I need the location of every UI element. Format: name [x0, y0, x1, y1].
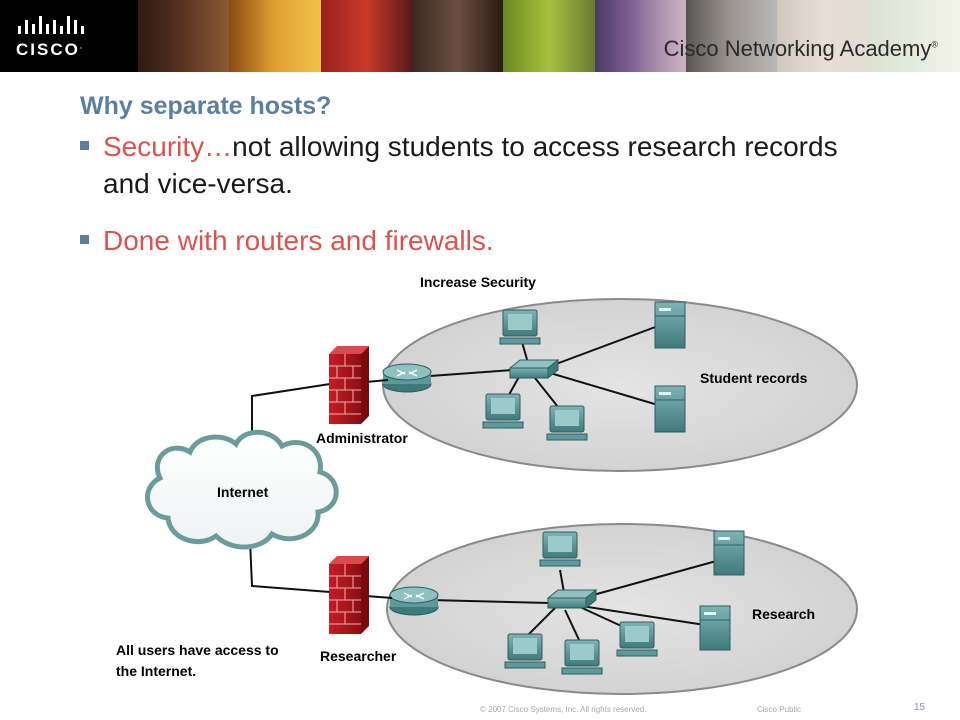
copyright-text: © 2007 Cisco Systems, Inc. All rights re… — [480, 705, 647, 714]
bullet-square-icon — [80, 235, 89, 244]
cisco-wordmark: CISCO. — [16, 40, 84, 59]
server-icon — [713, 530, 745, 576]
student-records-label: Student records — [700, 370, 808, 386]
bullet-highlight: Done with routers and firewalls. — [103, 225, 494, 256]
bullet-square-icon — [80, 141, 89, 150]
photo-panel — [138, 0, 230, 72]
academy-label: Cisco Networking Academy® — [663, 36, 938, 61]
researcher-label: Researcher — [320, 648, 397, 664]
photo-panel — [229, 0, 321, 72]
bullet-rest: not allowing students to access research… — [103, 131, 838, 199]
internet-cloud-icon: Internet — [145, 429, 339, 550]
bullet-text: Security…not allowing students to access… — [103, 128, 863, 202]
increase-security-label: Increase Security — [420, 274, 536, 290]
cisco-bridge-icon — [18, 16, 84, 34]
pc-icon — [482, 393, 524, 429]
banner-fade — [630, 0, 960, 72]
administrator-label: Administrator — [316, 430, 408, 446]
firewall-icon — [329, 556, 369, 634]
server-icon — [699, 605, 731, 651]
server-icon — [654, 301, 686, 349]
router-icon — [389, 586, 439, 616]
pc-icon — [561, 639, 603, 675]
switch-icon — [546, 588, 598, 610]
pc-icon — [539, 531, 581, 567]
classification-text: Cisco Public — [757, 705, 802, 714]
research-network-zone: Research — [386, 523, 858, 695]
bullet-highlight: Security… — [103, 131, 233, 162]
network-diagram: Increase Security Student records — [116, 274, 858, 695]
photo-panel — [320, 0, 412, 72]
photo-panel — [503, 0, 595, 72]
pc-icon — [616, 621, 658, 657]
page-number: 15 — [914, 702, 926, 713]
switch-icon — [508, 358, 560, 380]
pc-icon — [504, 633, 546, 669]
cisco-logo: CISCO. — [16, 14, 126, 60]
firewall-icon — [329, 346, 369, 424]
note-line-2: the Internet. — [116, 663, 196, 679]
internet-label: Internet — [217, 484, 269, 500]
page-title: Why separate hosts? — [80, 92, 332, 120]
research-label: Research — [752, 606, 815, 622]
server-icon — [654, 385, 686, 433]
pc-icon — [546, 405, 588, 441]
router-icon — [382, 363, 432, 393]
header-banner: CISCO. Cisco Networking Academy® — [0, 0, 960, 72]
photo-panel — [411, 0, 504, 72]
student-network-zone: Increase Security Student records — [382, 274, 858, 472]
note-line-1: All users have access to — [116, 642, 279, 658]
pc-icon — [499, 309, 541, 345]
bullet-text: Done with routers and firewalls. — [103, 222, 863, 259]
